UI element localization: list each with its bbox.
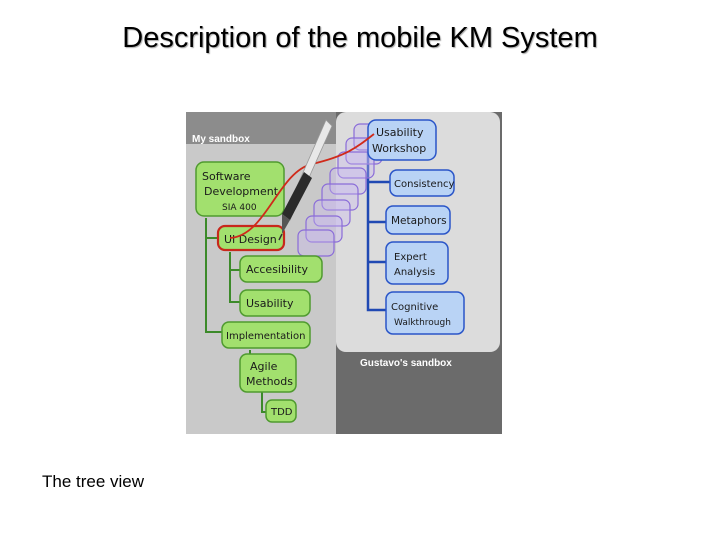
my-sandbox-header	[186, 112, 336, 144]
node-line: Software	[202, 170, 251, 183]
node-line: Agile	[250, 360, 278, 373]
stylus-icon	[278, 119, 333, 241]
node-line: Metaphors	[391, 215, 447, 227]
node-line: Consistency	[394, 179, 455, 190]
node-expert-analysis[interactable]: Expert Analysis	[385, 241, 449, 285]
node-agile-methods[interactable]: Agile Methods	[239, 353, 297, 393]
node-line: Usability	[376, 126, 424, 139]
node-line: Development	[204, 185, 279, 198]
node-line: Walkthrough	[394, 318, 451, 328]
node-line: Methods	[246, 375, 293, 388]
left-nodes: Software Development SIA 400 UI Design A…	[195, 161, 323, 423]
node-line: Usability	[246, 297, 294, 310]
node-line: TDD	[270, 407, 293, 418]
slide-title: Description of the mobile KM System	[122, 22, 598, 54]
node-line: Cognitive	[391, 302, 438, 313]
svg-text:Expert Analysis: Expert Analysis	[394, 252, 435, 278]
gustavos-sandbox-label: Gustavo's sandbox	[360, 358, 452, 369]
node-line: Analysis	[394, 267, 435, 278]
node-line: Workshop	[372, 142, 426, 155]
tree-view-figure: My sandbox Gustavo's sandbox Software	[186, 112, 502, 434]
node-usability-workshop[interactable]: Usability Workshop	[367, 119, 437, 161]
my-sandbox-label: My sandbox	[192, 134, 250, 145]
node-accesibility[interactable]: Accesibility	[239, 255, 323, 283]
node-cognitive-walkthrough[interactable]: Cognitive Walkthrough	[385, 291, 465, 335]
node-line: Accesibility	[246, 263, 308, 276]
node-line: Implementation	[226, 331, 305, 342]
svg-text:Software Development: Software Development SIA 400	[202, 170, 282, 213]
right-nodes: Usability Workshop Consistency Metaphors…	[367, 119, 465, 335]
node-implementation[interactable]: Implementation	[221, 321, 311, 349]
svg-text:Agile Methods: Agile Methods	[246, 360, 293, 388]
node-metaphors[interactable]: Metaphors	[385, 205, 451, 235]
node-line: UI Design	[224, 233, 277, 246]
svg-text:Usability Workshop: Usability Workshop	[372, 126, 427, 155]
svg-text:Cognitive Walkthrough: Cognitive Walkthrough	[391, 302, 451, 328]
node-usability[interactable]: Usability	[239, 289, 311, 317]
node-consistency[interactable]: Consistency	[389, 169, 455, 197]
node-tdd[interactable]: TDD	[265, 399, 297, 423]
node-software-development[interactable]: Software Development SIA 400	[195, 161, 285, 217]
figure-caption: The tree view	[42, 472, 145, 491]
right-tree-connectors	[366, 152, 390, 312]
node-line: Expert	[394, 252, 427, 263]
node-line: SIA 400	[222, 203, 257, 213]
